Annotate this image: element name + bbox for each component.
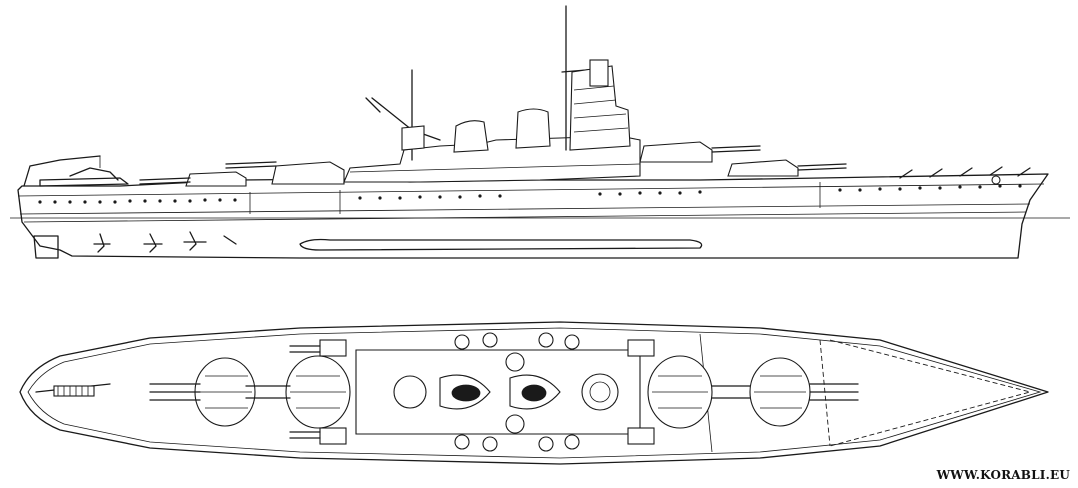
fore-turret-side	[727, 159, 799, 177]
bilge-keel	[299, 238, 703, 251]
aft-turret-side	[185, 171, 247, 187]
stern-appendages	[33, 231, 237, 259]
portholes-row	[38, 184, 1022, 204]
plan-hull-outline	[19, 321, 1049, 465]
mainmast-and-crane	[365, 69, 441, 161]
superfiring-fore-turret-side	[639, 141, 713, 163]
stern-catapult	[35, 383, 111, 397]
secondary-guns-side	[899, 166, 1031, 185]
side-profile-view	[10, 5, 1070, 259]
belt-line-upper	[19, 203, 1031, 215]
superstructure-plan	[355, 349, 641, 435]
side-hull-outline	[17, 173, 1049, 259]
aft-funnel	[453, 120, 489, 153]
stern-crane-and-aircraft	[23, 155, 129, 187]
upper-deck-line	[17, 183, 1045, 197]
superfiring-aft-turret-side	[271, 161, 345, 185]
plan-view	[19, 321, 1049, 465]
aa-mounts-plan	[289, 332, 655, 452]
fore-funnel	[515, 108, 551, 149]
belt-line-lower	[23, 211, 1027, 223]
fore-tower-and-mast	[561, 5, 631, 151]
website-credit: WWW.KORABLI.EU	[936, 468, 1070, 482]
main-turrets-plan	[149, 355, 859, 429]
